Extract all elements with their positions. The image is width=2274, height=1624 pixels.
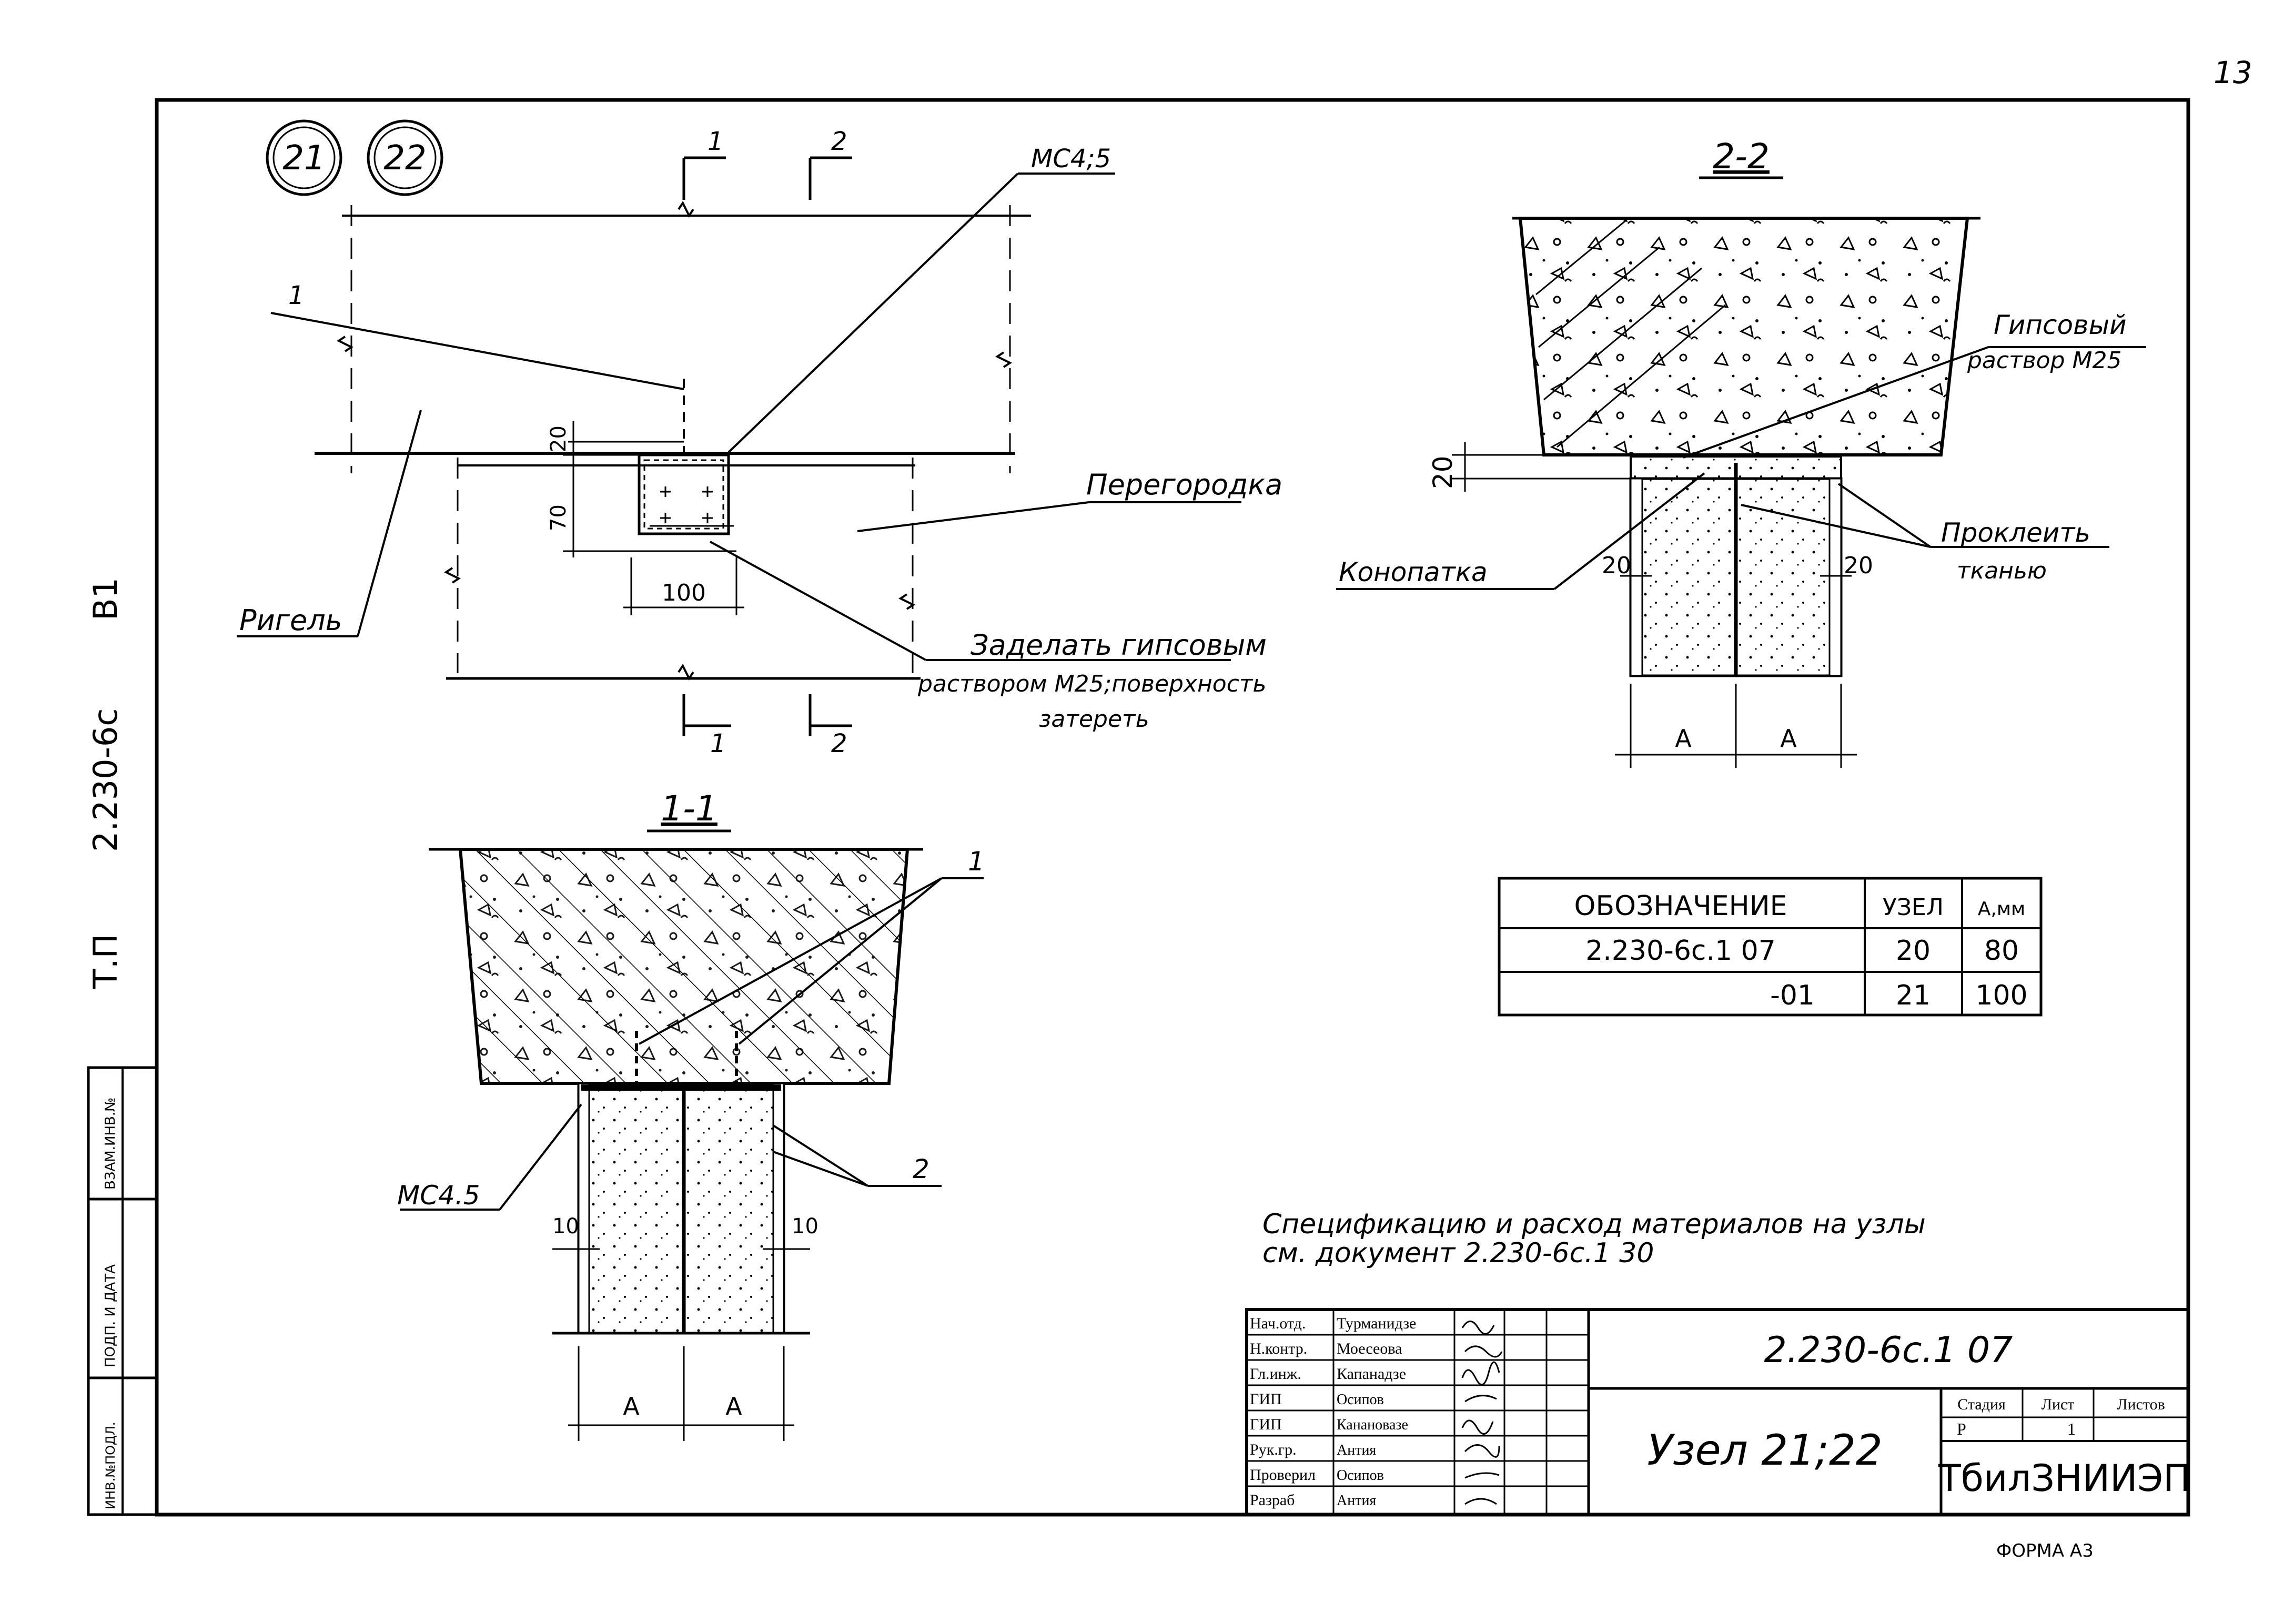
title-block-text: Нач.отд. Турманидзе Н.контр. Моесеова Гл…: [1250, 1315, 2191, 1509]
title-block-sheets-header: Листов: [2117, 1396, 2165, 1413]
signer-role-1: Нач.отд.: [1250, 1315, 1306, 1332]
spec-row-1-a: 80: [1984, 935, 2019, 967]
section-1-1-dim-left: 10: [552, 1214, 579, 1239]
signer-name-5: Канановазе: [1337, 1417, 1408, 1433]
signer-role-4: ГИП: [1250, 1390, 1282, 1408]
signer-role-6: Рук.гр.: [1250, 1441, 1297, 1458]
section-2-2-caulk: Конопатка: [1339, 557, 1488, 587]
side-code-number: 2.230-6с: [86, 708, 125, 852]
plan-dim-20: 20: [547, 425, 571, 452]
side-code-variant: В1: [86, 577, 125, 621]
node-ref-21: 21: [282, 139, 325, 178]
section-2-2-labels: 2-2 Гипсовый раствор М25 Конопатка Прокл…: [1339, 136, 2127, 753]
title-block-title: Узел 21;22: [1647, 1426, 1883, 1475]
spec-header-designation: ОБОЗНАЧЕНИЕ: [1574, 890, 1787, 922]
section-2-2-fabric-line1: Проклеить: [1941, 517, 2090, 548]
plan-section-mark-2-bottom: 2: [831, 729, 847, 758]
format-marker: ФОРМА А3: [1996, 1540, 2094, 1561]
title-block: [1245, 1308, 2190, 1516]
spec-row-2-a: 100: [1975, 980, 2027, 1011]
spec-table-text: ОБОЗНАЧЕНИЕ УЗЕЛ А,мм 2.230-6с.1 07 20 8…: [1574, 890, 2028, 1011]
section-2-2: [1336, 176, 2146, 768]
signer-role-5: ГИП: [1250, 1416, 1282, 1433]
title-block-stage: Р: [1957, 1419, 1966, 1438]
side-stamp-podp: ПОДП. И ДАТА: [103, 1264, 118, 1367]
signer-name-1: Турманидзе: [1337, 1315, 1416, 1332]
section-2-2-dim-a-left: А: [1675, 724, 1692, 753]
title-block-sheet-header: Лист: [2041, 1396, 2075, 1413]
section-2-2-fabric-line2: тканью: [1957, 557, 2047, 584]
spec-row-2-node: 21: [1896, 980, 1931, 1011]
section-1-1-dim-a-left: А: [623, 1392, 640, 1420]
spec-row-1-node: 20: [1896, 935, 1931, 967]
section-1-1-pos-1: 1: [968, 846, 985, 877]
side-stamp-inv: ИНВ.№ПОДЛ.: [103, 1422, 118, 1509]
section-2-2-dim-right: 20: [1844, 552, 1873, 579]
spec-table: [1498, 877, 2043, 1017]
signer-role-8: Разраб: [1250, 1491, 1295, 1509]
section-1-1-dim-right: 10: [792, 1214, 818, 1239]
plan-section-mark-2-top: 2: [831, 127, 847, 156]
spec-row-1-designation: 2.230-6с.1 07: [1585, 935, 1776, 967]
section-2-2-gypsum-line1: Гипсовый: [1994, 310, 2127, 340]
signer-name-7: Осипов: [1337, 1467, 1384, 1484]
plan-note-line2: раствором М25;поверхность: [917, 671, 1266, 697]
side-code-series: Т.П: [86, 934, 125, 989]
plan-note-line3: затереть: [1039, 706, 1149, 733]
plan-label-partition: Перегородка: [1086, 468, 1282, 501]
plan-dim-70: 70: [547, 504, 571, 531]
page-number: 13: [2214, 55, 2252, 90]
signer-name-2: Моесеова: [1337, 1340, 1402, 1357]
plan-view: [237, 156, 1241, 736]
plan-dim-100: 100: [662, 580, 706, 606]
section-1-1-mc: МС4.5: [397, 1180, 480, 1211]
spec-header-a: А,мм: [1978, 898, 2025, 920]
signer-name-6: Антия: [1337, 1442, 1376, 1458]
section-2-2-title: 2-2: [1713, 136, 1770, 177]
signer-name-8: Антия: [1337, 1493, 1376, 1509]
section-2-2-dim-20: 20: [1428, 455, 1458, 489]
side-stamp-vzam: ВЗАМ.ИНВ.№: [103, 1098, 118, 1190]
signer-role-2: Н.контр.: [1250, 1340, 1307, 1357]
signer-role-3: Гл.инж.: [1250, 1365, 1301, 1383]
plan-label-rigel: Ригель: [239, 604, 342, 637]
spec-header-node: УЗЕЛ: [1883, 894, 1944, 921]
section-1-1-dim-a-right: А: [725, 1392, 742, 1420]
section-1-1-pos-2: 2: [913, 1154, 929, 1184]
title-block-stage-header: Стадия: [1957, 1396, 2006, 1413]
title-block-organization: ТбилЗНИИЭП: [1938, 1457, 2191, 1500]
node-ref-22: 22: [383, 139, 426, 178]
side-code: Т.П 2.230-6с В1: [86, 577, 125, 989]
plan-mc-label: МС4;5: [1031, 144, 1111, 174]
side-stamp: ВЗАМ.ИНВ.№ ПОДП. И ДАТА ИНВ.№ПОДЛ.: [87, 1066, 158, 1516]
spec-note-line1: Спецификацию и расход материалов на узлы: [1262, 1209, 1926, 1240]
signer-name-3: Капанадзе: [1337, 1365, 1406, 1383]
title-block-sheet: 1: [2067, 1419, 2076, 1438]
section-1-1-labels: 1-1 1 2 МС4.5 10 10 А А: [397, 788, 985, 1420]
plan-note-line1: Заделать гипсовым: [971, 628, 1267, 662]
plan-pos-1: 1: [288, 281, 305, 310]
section-2-2-dim-a-right: А: [1780, 724, 1797, 753]
signer-name-4: Осипов: [1337, 1392, 1384, 1408]
section-2-2-dim-left: 20: [1602, 552, 1631, 579]
plan-section-mark-1-top: 1: [708, 127, 724, 156]
spec-row-2-designation: -01: [1770, 980, 1815, 1011]
title-block-doc-code: 2.230-6с.1 07: [1764, 1329, 2013, 1371]
plan-section-mark-1-bottom: 1: [710, 729, 726, 758]
section-1-1-title: 1-1: [661, 788, 717, 829]
section-1-1: [400, 829, 984, 1441]
section-2-2-gypsum-line2: раствор М25: [1967, 347, 2121, 374]
spec-note-line2: см. документ 2.230-6с.1 30: [1262, 1237, 1654, 1269]
drawing-frame: [155, 98, 2190, 1517]
signer-role-7: Проверил: [1250, 1466, 1316, 1484]
node-refs: 21 22: [266, 119, 443, 196]
plan-labels: 1 2 1 2 1 МС4;5 20 70 100 Ригель Перегор…: [239, 127, 1282, 758]
